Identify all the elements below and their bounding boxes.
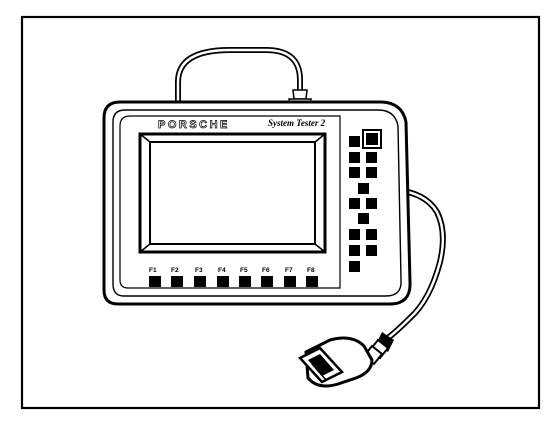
side-key-13[interactable] <box>366 245 377 256</box>
fkey-f2[interactable] <box>171 276 183 287</box>
fkey-f3[interactable] <box>194 276 206 287</box>
side-key-9[interactable] <box>358 213 369 224</box>
side-key-7[interactable] <box>349 198 360 209</box>
fkey-label-f1: F1 <box>149 267 157 274</box>
side-key-10[interactable] <box>349 229 360 240</box>
fkey-label-f3: F3 <box>195 267 203 274</box>
side-key-5[interactable] <box>366 167 377 178</box>
device-bezel <box>112 109 402 297</box>
side-key-6[interactable] <box>358 183 369 194</box>
side-key-8[interactable] <box>366 198 377 209</box>
obd-connector-icon <box>297 332 394 388</box>
model-text: System Tester 2 <box>268 118 326 128</box>
side-key-4[interactable] <box>349 167 360 178</box>
fkey-label-f2: F2 <box>171 267 179 274</box>
fkey-label-f8: F8 <box>307 267 315 274</box>
display-inner <box>149 141 316 245</box>
fkey-label-f5: F5 <box>240 267 248 274</box>
fkey-f5[interactable] <box>239 276 251 287</box>
face-panel <box>119 115 341 289</box>
fkey-f4[interactable] <box>217 276 229 287</box>
fkey-label-f7: F7 <box>285 267 293 274</box>
brand-text: PORSCHE <box>158 119 230 131</box>
fkey-label-f4: F4 <box>218 267 226 274</box>
border-frame <box>20 15 541 410</box>
side-key-11[interactable] <box>366 229 377 240</box>
fkey-f7[interactable] <box>284 276 296 287</box>
fkey-label-f6: F6 <box>262 267 270 274</box>
fkey-f8[interactable] <box>306 276 318 287</box>
side-key-1[interactable] <box>349 136 360 147</box>
side-key-2[interactable] <box>349 152 360 163</box>
side-key-12[interactable] <box>349 245 360 256</box>
fkey-f1[interactable] <box>149 276 161 287</box>
side-key-14[interactable] <box>349 261 360 272</box>
top-strain-relief <box>292 89 308 100</box>
side-key-3[interactable] <box>366 152 377 163</box>
fkey-f6[interactable] <box>261 276 273 287</box>
